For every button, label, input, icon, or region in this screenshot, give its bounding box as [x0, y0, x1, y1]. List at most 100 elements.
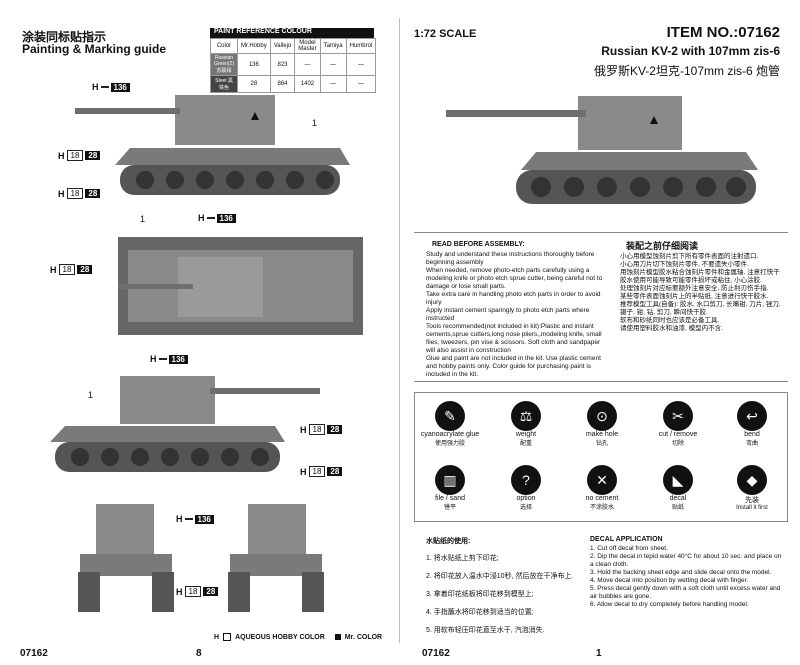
h-label: H: [176, 586, 183, 597]
scale-label: 1:72 SCALE: [414, 28, 477, 40]
symbol-label: decal: [669, 495, 687, 502]
color-legend: H AQUEOUS HOBBY COLOR Mr. COLOR: [214, 633, 382, 641]
black-code: 28: [77, 265, 93, 274]
decal-step-cn: 1. 将水贴纸上剪下印花;: [426, 555, 499, 562]
file-icon: ▥: [435, 465, 465, 495]
white-code: 18: [66, 188, 84, 199]
paint-callout: H 136: [198, 213, 236, 223]
symbol-label: 先装: [745, 497, 759, 504]
tank-hero-image: [446, 96, 758, 204]
white-code: [184, 518, 193, 520]
symbol-label-cn: Install it first: [736, 505, 768, 511]
item-title: ITEM NO.:07162: [666, 24, 780, 41]
read-item: Tools recommended(not included in kit):P…: [426, 323, 602, 354]
symbol-label-cn: 弯曲: [745, 441, 758, 447]
tank-side-view-bottom: [50, 376, 320, 472]
symbol-label: option: [516, 495, 536, 502]
right-page: 1:72 SCALE ITEM NO.:07162 Russian KV-2 w…: [402, 0, 800, 665]
cut-icon: ✂: [663, 401, 693, 431]
col-humbrol: Humbrol: [345, 38, 377, 54]
cell: —: [319, 75, 347, 93]
cell: —: [319, 53, 347, 76]
h-label: H: [150, 354, 157, 364]
read-item-cn: 推荐模型工具(自备): 胶水, 水口剪刀, 长嘴钳, 刀片, 锉刀, 镊子, 钳…: [620, 301, 781, 316]
decal-step: 2. Dip the decal in tepid water 40°C for…: [590, 553, 782, 568]
bend-icon: ↩: [737, 401, 767, 431]
h-label: H: [198, 213, 205, 223]
paint-header: PAINT REFERENCE COLOUR: [210, 28, 374, 38]
symbol-label: cut / remove: [658, 431, 698, 438]
page-number: 8: [196, 648, 202, 659]
h-label: H: [58, 150, 65, 161]
white-code: 18: [308, 424, 326, 435]
col-modelmaster: Model Master: [294, 38, 321, 54]
decal-step-cn: 4. 手指蘸水将印花移到适当的位置;: [426, 609, 534, 616]
black-code: 28: [203, 587, 219, 596]
h-label: H: [300, 424, 307, 435]
h-label: H: [50, 264, 57, 275]
symbol-label: file / sand: [435, 495, 465, 502]
black-code: 28: [327, 467, 343, 476]
read-item-cn: 小心用刀片切下蚀刻片零件, 不要遗失小零件.: [620, 261, 749, 268]
white-code: [158, 358, 167, 360]
decal-step: 6. Allow decal to dry completely before …: [590, 601, 749, 608]
decal-header: DECAL APPLICATION: [590, 536, 663, 543]
tank-side-view-top: [75, 95, 350, 195]
read-item-cn: 用蚀刻片模型胶水粘合蚀刻片零件和金属轴. 注意打快干胶水使用可能导致可能零件损坏…: [620, 269, 780, 284]
decal-header-cn: 水贴纸的使用:: [426, 538, 471, 545]
cell: Russian Green(2) 苏联绿: [209, 53, 239, 76]
item-number: 07162: [20, 648, 48, 659]
black-code: 136: [110, 82, 130, 92]
page-divider: [399, 18, 400, 643]
symbol-label: weight: [515, 431, 537, 438]
decal-step-cn: 5. 用软布轻压印花直至水干, 汽泡消失.: [426, 627, 545, 634]
cell: 823: [269, 53, 296, 76]
read-before-section: READ BEFORE ASSEMBLY: Study and understa…: [414, 232, 788, 382]
legend-m-text: Mr. COLOR: [344, 633, 383, 641]
cell: 136: [237, 53, 271, 76]
drill-icon: ⊙: [587, 401, 617, 431]
decal-step-cn: 2. 将印花放入温水中浸10秒, 然后放在干净布上.: [426, 573, 574, 580]
black-code: 136: [168, 354, 188, 364]
col-color: Color: [209, 38, 239, 54]
symbol-label: bend: [744, 431, 760, 438]
col-mrhobby: Mr.Hobby: [237, 38, 271, 54]
tank-top-view: [118, 237, 363, 335]
legend-h: H: [214, 633, 220, 641]
item-number: 07162: [422, 648, 450, 659]
red-star-icon: [251, 112, 259, 120]
left-page: 涂装同标贴指示 Painting & Marking guide PAINT R…: [0, 0, 398, 665]
title-cn: 涂装同标贴指示: [22, 30, 107, 44]
symbol-label: cyanoacrylate glue: [420, 431, 480, 438]
white-code: 18: [58, 264, 76, 275]
symbol-label-cn: 选择: [519, 505, 532, 511]
symbol-bend: ↩bend 弯曲: [717, 401, 787, 447]
install-first-icon: ◆: [737, 465, 767, 495]
decal-steps: 1. Cut off decal from sheet. 2. Dip the …: [590, 545, 784, 609]
read-header-cn: 装配之前仔细阅读: [626, 241, 699, 251]
read-item: Take extra care in handling photo etch p…: [426, 291, 601, 306]
symbol-option: ?option 选择: [491, 465, 561, 511]
read-item: Study and understand these instructions …: [426, 251, 595, 266]
black-code: 28: [327, 425, 343, 434]
product-name-en: Russian KV-2 with 107mm zis-6: [601, 44, 780, 58]
option-icon: ?: [511, 465, 541, 495]
white-code: 18: [184, 586, 202, 597]
black-code: 136: [216, 213, 236, 223]
col-vallejo: Vallejo: [269, 38, 296, 54]
marker-1: 1: [312, 118, 318, 128]
symbol-label-cn: 不涂胶水: [589, 505, 614, 511]
glue-icon: ✎: [435, 401, 465, 431]
